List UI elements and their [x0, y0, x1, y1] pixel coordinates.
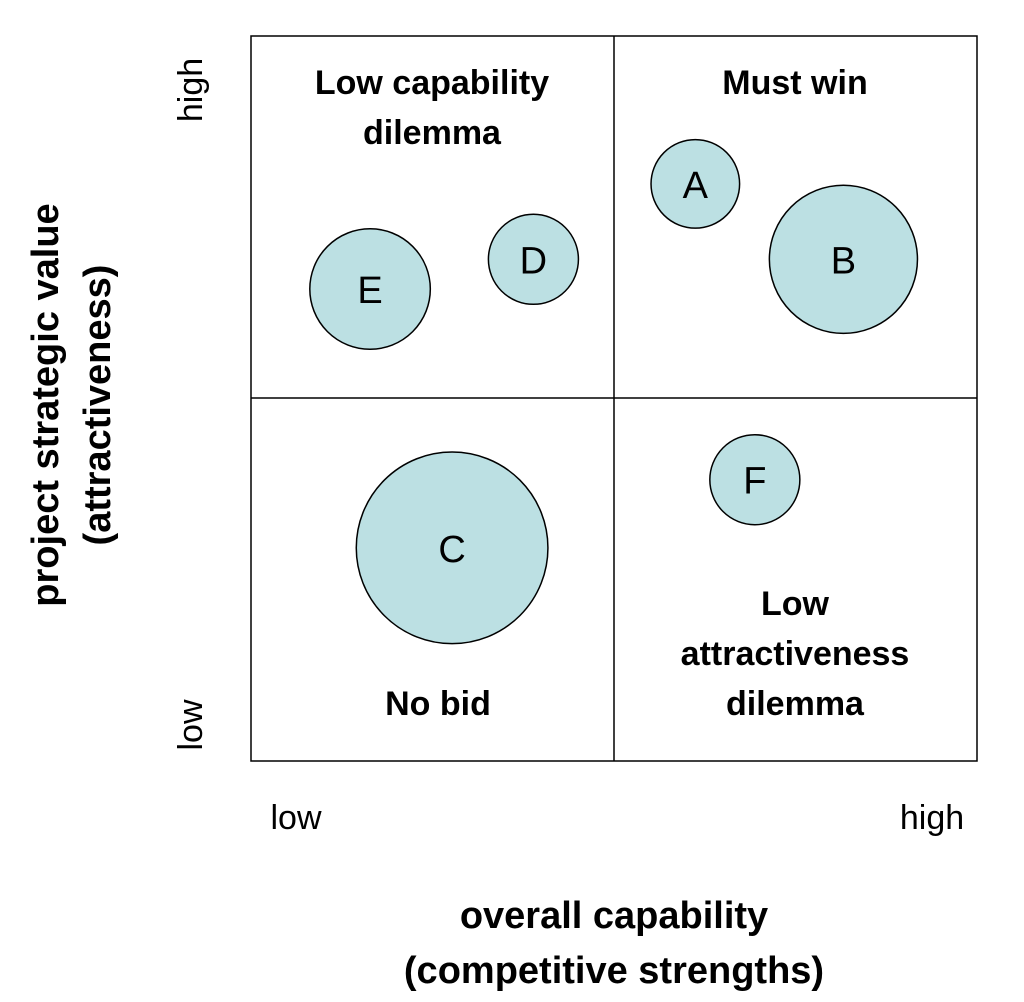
bubble-label-a: A	[683, 165, 709, 207]
y-axis-title-line1: project strategic value	[25, 203, 67, 606]
bubble-label-d: D	[520, 240, 547, 282]
x-axis-title-line1: overall capability	[460, 895, 768, 937]
bubble-label-e: E	[357, 270, 382, 312]
quadrant-bottom-right-label-line3: dilemma	[726, 685, 865, 723]
bubble-label-b: B	[831, 240, 856, 282]
bubble-f	[709, 433, 801, 526]
x-axis-title-line2: (competitive strengths)	[404, 950, 824, 992]
bubble-label-f: F	[743, 461, 766, 503]
quadrant-top-left-label-line2: dilemma	[363, 114, 502, 152]
quadrant-bottom-right-label-line1: Low	[761, 585, 830, 623]
bubble-c	[355, 451, 549, 645]
bubble-label-c: C	[438, 529, 465, 571]
bubble-e	[309, 228, 432, 351]
quadrant-top-left-label-line1: Low capability	[315, 64, 549, 102]
y-axis-title-line2: (attractiveness)	[77, 265, 119, 546]
quadrant-bottom-left-label: No bid	[385, 685, 491, 723]
bubbles-group: A B C D E F	[309, 138, 919, 645]
x-tick-low: low	[270, 799, 321, 837]
y-tick-low: low	[172, 699, 210, 750]
y-tick-high: high	[172, 58, 210, 122]
bubble-d	[487, 213, 580, 306]
bubble-a	[650, 138, 741, 229]
quadrant-bottom-right-label-line2: attractiveness	[681, 635, 910, 673]
x-tick-high: high	[900, 799, 964, 837]
bubble-b	[768, 184, 919, 335]
quadrant-top-right-label: Must win	[722, 64, 867, 102]
